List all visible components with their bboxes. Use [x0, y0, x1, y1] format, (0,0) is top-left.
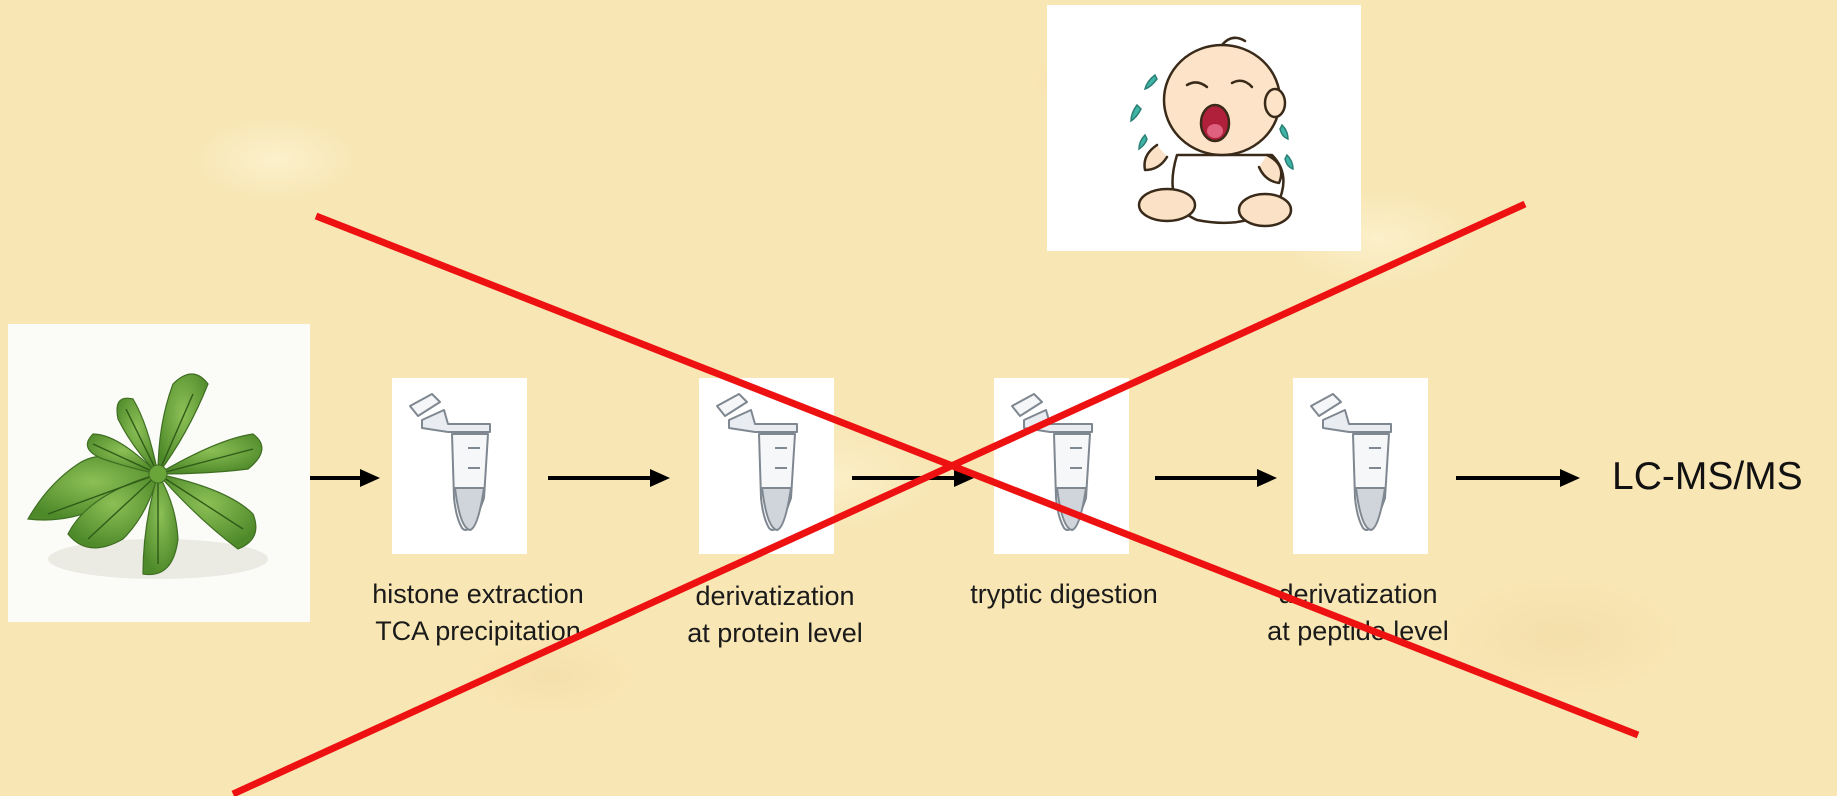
tube-1-image: [392, 378, 527, 554]
microcentrifuge-tube-icon: [716, 393, 798, 531]
step-label-line: derivatization: [1278, 579, 1438, 609]
microcentrifuge-tube-icon: [409, 393, 491, 531]
crying-baby-image: [1047, 5, 1361, 251]
step-label-line: TCA precipitation: [375, 616, 581, 646]
tube-2-image: [699, 378, 834, 554]
plant-icon: [8, 324, 310, 622]
plant-image: [8, 324, 310, 622]
arrow-5: [1456, 466, 1580, 490]
arrow-4: [1155, 466, 1277, 490]
output-label-lcms: LC-MS/MS: [1612, 455, 1803, 498]
crying-baby-icon: [1130, 36, 1294, 228]
step-label-line: at protein level: [687, 618, 863, 648]
microcentrifuge-tube-icon: [1310, 393, 1392, 531]
step-label-line: histone extraction: [372, 579, 584, 609]
step-label-line: tryptic digestion: [970, 579, 1158, 609]
step-label-histone-extraction: histone extraction TCA precipitation: [372, 576, 584, 650]
step-label-derivatization-peptide: derivatization at peptide level: [1267, 576, 1449, 650]
step-label-line: derivatization: [695, 581, 855, 611]
tube-4-image: [1293, 378, 1428, 554]
microcentrifuge-tube-icon: [1011, 393, 1093, 531]
tube-3-image: [994, 378, 1129, 554]
arrow-1: [310, 466, 380, 490]
step-label-tryptic-digestion: tryptic digestion: [970, 576, 1158, 613]
step-label-derivatization-protein: derivatization at protein level: [687, 578, 863, 652]
arrow-2: [548, 466, 670, 490]
step-label-line: at peptide level: [1267, 616, 1449, 646]
arrow-3: [852, 466, 974, 490]
